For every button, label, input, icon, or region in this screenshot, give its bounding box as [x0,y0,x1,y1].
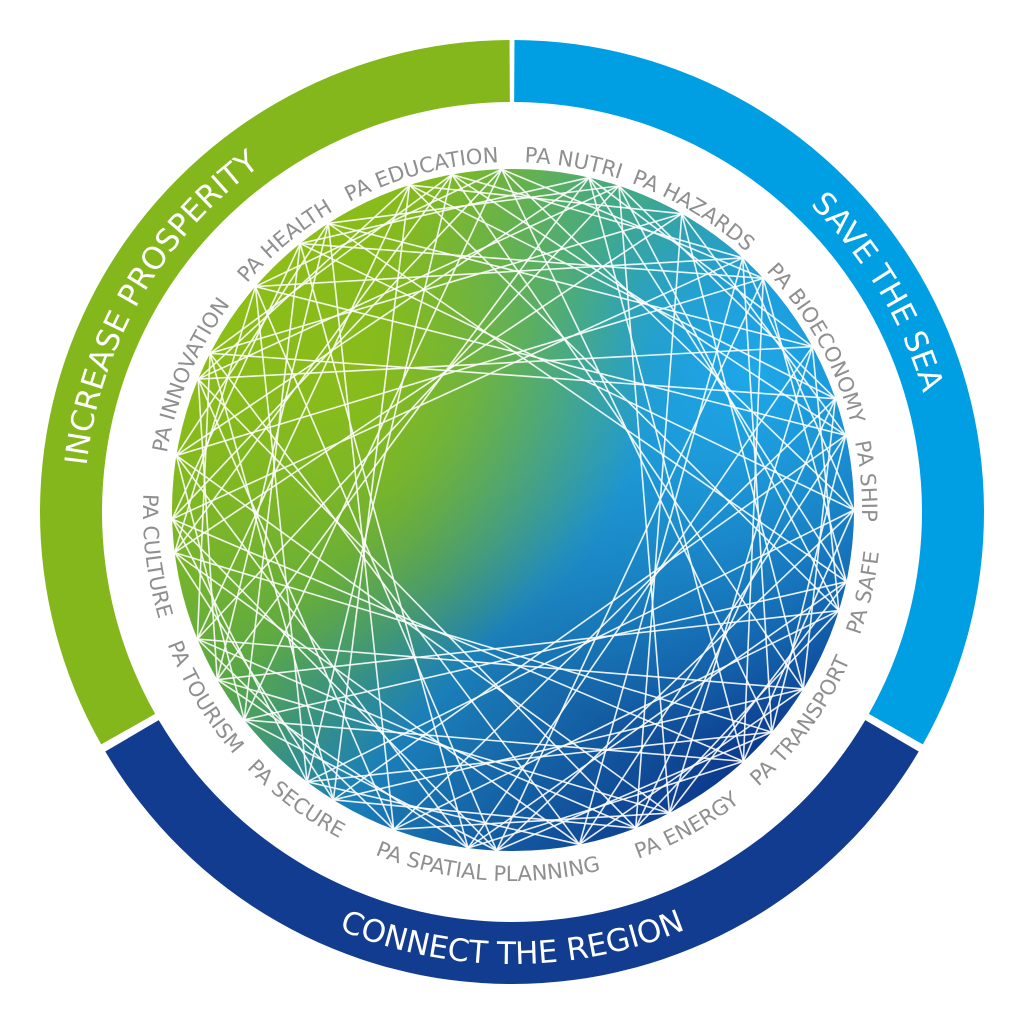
network-line [501,168,764,280]
network-line [299,242,855,511]
network-line [451,173,743,259]
pa-label: PA SHIP [850,438,881,522]
network-line [196,184,411,640]
outer-ring [39,40,984,984]
network-line [255,257,743,288]
network-line [741,257,773,733]
pa-label: PA CULTURE [138,494,177,621]
network-line [635,398,837,829]
network-line [197,638,637,829]
network-line [197,638,804,690]
network-line [175,454,670,814]
network-line [171,168,503,520]
network-line [171,518,744,763]
network-line [741,257,855,511]
network-line [175,454,469,849]
network-line [496,731,773,852]
network-line [216,223,330,680]
network-line [209,212,683,355]
network-line [209,353,335,801]
network-line [501,168,855,511]
network-line [409,184,836,400]
network-line [244,719,744,763]
segment-sea [514,40,984,745]
network-line [408,184,840,612]
network-line [328,185,620,225]
network-line [578,434,847,845]
network-line [618,185,671,814]
network-line [495,278,764,851]
network-line [171,518,498,852]
network-line [243,168,503,721]
network-line [209,173,453,354]
network-line [328,222,813,348]
network-line [255,285,846,437]
network-line [171,257,744,520]
network-line [175,222,329,456]
network-line [171,243,301,520]
network-line [254,286,498,851]
network-line [306,174,453,783]
network-line [634,213,683,829]
network-line [635,610,840,829]
network-line [668,346,814,814]
segment-region [105,720,919,984]
network-line [198,345,813,380]
network-line [197,185,620,380]
network-line [451,173,847,436]
network-line [467,346,813,849]
network-line [332,434,847,801]
network-line [588,177,745,762]
network-line [770,435,847,733]
network-line [197,378,218,680]
network-line [393,398,836,831]
network-line [299,243,469,849]
network-line [255,168,502,288]
network-line [306,781,580,846]
network-line [333,688,804,801]
network-line [175,455,245,721]
network-line [300,176,590,245]
network-line [332,184,411,800]
network-line [197,378,637,829]
segment-prosperity [39,40,510,745]
network-line [254,286,308,782]
network-line [393,609,840,831]
network-line [681,213,847,436]
network-line [217,609,839,681]
network-line [209,352,581,845]
network-line [216,177,590,681]
network-line [174,551,580,846]
network-line [409,184,682,215]
network-line [467,581,847,849]
network-line [210,352,836,400]
network-line [243,243,302,720]
network-line [176,277,764,457]
network-line [175,176,590,457]
network-line [196,638,395,831]
network-line [681,213,805,690]
network-line [588,176,813,348]
network-line [578,257,744,845]
network-line [306,509,855,783]
network-line [174,551,772,733]
network-lines [171,168,855,852]
network-line [327,222,847,583]
globe [171,168,855,852]
network-line [500,168,773,733]
network-line [588,177,848,583]
network-line [174,213,683,554]
network-line [300,242,764,280]
network-line [327,223,395,830]
network-line [742,509,855,762]
network-line [811,346,840,611]
network-line [196,185,620,640]
